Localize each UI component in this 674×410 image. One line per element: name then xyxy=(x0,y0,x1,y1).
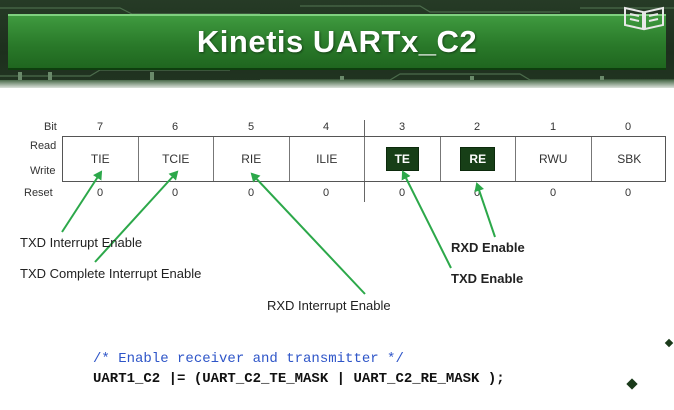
register-field-table: TIE TCIE RIE ILIE TE RE RWU SBK xyxy=(62,136,666,182)
field-label: ILIE xyxy=(316,152,338,166)
bit-row-label: Bit xyxy=(44,121,57,133)
reset-value: 0 xyxy=(624,187,632,199)
field-cell-sbk: SBK xyxy=(592,137,668,181)
slide-header: Kinetis UARTx_C2 xyxy=(0,0,674,88)
write-row-label: Write xyxy=(30,165,56,177)
field-label: TIE xyxy=(90,152,110,166)
title-banner: Kinetis UARTx_C2 xyxy=(8,14,666,70)
re-annotation: RXD Enable xyxy=(451,240,525,255)
bit-number: 7 xyxy=(96,121,104,133)
tie-annotation: TXD Interrupt Enable xyxy=(20,235,143,250)
reset-value: 0 xyxy=(171,187,179,199)
slide-title: Kinetis UARTx_C2 xyxy=(196,24,478,59)
field-label: SBK xyxy=(617,152,642,166)
te-annotation: TXD Enable xyxy=(451,271,524,286)
rie-annotation: RXD Interrupt Enable xyxy=(267,298,391,313)
field-label: RIE xyxy=(241,152,262,166)
field-label: RWU xyxy=(539,152,568,166)
field-label: TCIE xyxy=(162,152,190,166)
field-cell-te: TE xyxy=(365,137,441,181)
field-cell-rwu: RWU xyxy=(516,137,592,181)
bit-number: 5 xyxy=(247,121,255,133)
field-cell-re: RE xyxy=(441,137,516,181)
bit-number: 4 xyxy=(322,121,330,133)
bit-number: 2 xyxy=(473,121,481,133)
highlighted-field-label: RE xyxy=(460,147,496,171)
field-cell-ilie: ILIE xyxy=(290,137,365,181)
reset-value: 0 xyxy=(398,187,406,199)
code-comment: /* Enable receiver and transmitter */ xyxy=(93,351,404,367)
reset-value: 0 xyxy=(322,187,330,199)
reset-value: 0 xyxy=(549,187,557,199)
tcie-annotation: TXD Complete Interrupt Enable xyxy=(20,266,202,281)
reset-value: 0 xyxy=(247,187,255,199)
reset-value: 0 xyxy=(473,187,481,199)
code-statement: UART1_C2 |= (UART_C2_TE_MASK | UART_C2_R… xyxy=(93,371,505,387)
reset-value: 0 xyxy=(96,187,104,199)
open-book-icon xyxy=(624,6,664,31)
bit-number: 0 xyxy=(624,121,632,133)
field-cell-rie: RIE xyxy=(214,137,290,181)
read-row-label: Read xyxy=(30,140,57,152)
field-cell-tie: TIE xyxy=(63,137,139,181)
content-edge-shadow xyxy=(0,80,674,90)
bit-number: 1 xyxy=(549,121,557,133)
reset-row-label: Reset xyxy=(24,187,53,199)
bit-number: 6 xyxy=(171,121,179,133)
bit-number: 3 xyxy=(398,121,406,133)
highlighted-field-label: TE xyxy=(385,147,419,171)
field-cell-tcie: TCIE xyxy=(139,137,214,181)
